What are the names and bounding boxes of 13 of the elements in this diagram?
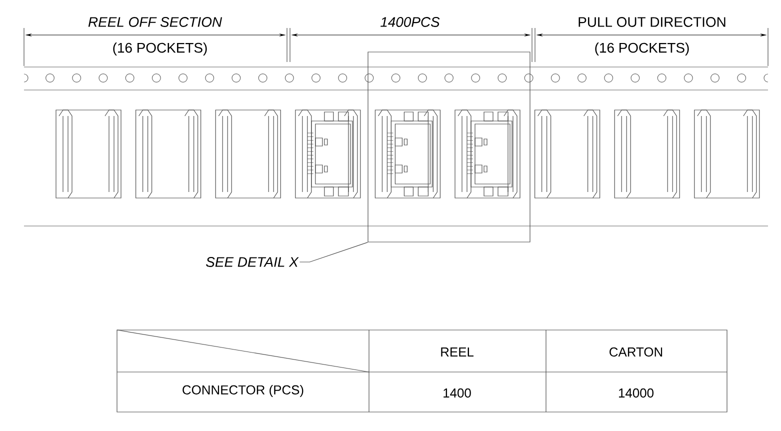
dimension-text: (16 POCKETS): [595, 42, 689, 56]
table-value: 14000: [618, 388, 654, 398]
detail-frame: [368, 52, 530, 242]
leader-line: [299, 242, 368, 262]
table-header: CARTON: [610, 347, 662, 357]
callout-text: SEE DETAIL X: [206, 257, 299, 267]
dimension-text: PULL OUT DIRECTION: [578, 17, 726, 27]
dimension-text: REEL OFF SECTION: [88, 17, 222, 27]
table-value: 1400: [444, 388, 471, 398]
table-row-label: CONNECTOR (PCS): [182, 384, 304, 398]
table-header: REEL: [441, 348, 474, 356]
dimension-text: 1400PCS: [380, 17, 440, 27]
dimension-text: (16 POCKETS): [113, 42, 207, 56]
